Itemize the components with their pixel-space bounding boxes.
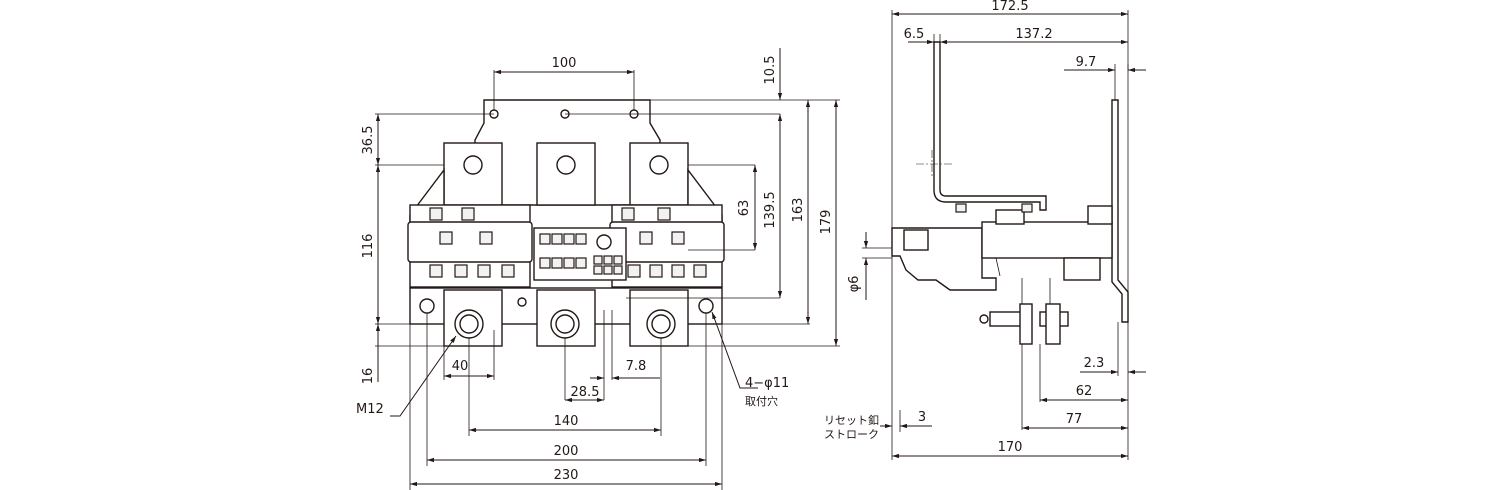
dim-230: 230 bbox=[554, 468, 579, 483]
dim-3: 3 bbox=[918, 410, 926, 425]
label-reset-button: リセット釦 bbox=[824, 413, 879, 427]
dim-170: 170 bbox=[998, 440, 1023, 455]
dim-28-5: 28.5 bbox=[571, 385, 600, 400]
dim-16: 16 bbox=[361, 368, 376, 385]
side-view: 172.5 6.5 137.2 9.7 φ6 2.3 62 77 3 170 リ… bbox=[824, 0, 1146, 460]
dim-63: 63 bbox=[737, 200, 752, 217]
side-relay-body bbox=[891, 203, 1113, 291]
label-hole-name: 取付穴 bbox=[745, 394, 778, 408]
dim-179: 179 bbox=[819, 210, 834, 235]
relay-body-left bbox=[407, 204, 533, 288]
side-extension-lines bbox=[862, 10, 1129, 460]
dim-139-5: 139.5 bbox=[763, 191, 778, 228]
m12-terminal-center bbox=[555, 314, 575, 334]
front-view: 100 10.5 36.5 116 16 63 139.5 163 179 40… bbox=[356, 48, 840, 490]
mounting-hole-right bbox=[698, 298, 714, 314]
label-m12: M12 bbox=[356, 402, 384, 417]
base-plate bbox=[409, 287, 723, 347]
dim-172-5: 172.5 bbox=[991, 0, 1028, 14]
dim-163: 163 bbox=[791, 198, 806, 223]
dim-7-8: 7.8 bbox=[626, 359, 647, 374]
side-terminal-screws bbox=[979, 278, 1069, 345]
dim-140: 140 bbox=[554, 414, 579, 429]
label-stroke: ストローク bbox=[824, 428, 879, 441]
dim-9-7: 9.7 bbox=[1076, 55, 1097, 70]
dim-77: 77 bbox=[1066, 412, 1083, 427]
side-back-plate bbox=[1111, 99, 1129, 323]
side-dimension-lines bbox=[863, 11, 1146, 459]
dim-137-2: 137.2 bbox=[1015, 27, 1052, 42]
dim-116: 116 bbox=[361, 234, 376, 259]
dim-36-5: 36.5 bbox=[361, 126, 376, 155]
dim-40: 40 bbox=[452, 359, 469, 374]
upper-terminal-bars bbox=[443, 142, 689, 206]
dim-62: 62 bbox=[1076, 384, 1093, 399]
dim-phi6: φ6 bbox=[847, 276, 862, 293]
label-hole-spec: 4−φ11 bbox=[745, 376, 789, 391]
mounting-hole-left bbox=[419, 298, 435, 314]
dim-100: 100 bbox=[552, 56, 577, 71]
side-mounting-bracket bbox=[933, 41, 1047, 211]
m12-terminal-left bbox=[459, 314, 479, 334]
dimension-lines bbox=[375, 48, 839, 487]
dim-6-5: 6.5 bbox=[904, 27, 925, 42]
dim-2-3: 2.3 bbox=[1084, 356, 1105, 371]
extension-lines bbox=[375, 70, 840, 490]
relay-body-right bbox=[609, 204, 725, 288]
m12-terminal-right bbox=[651, 314, 671, 334]
dim-10-5: 10.5 bbox=[763, 56, 778, 85]
dim-200: 200 bbox=[554, 444, 579, 459]
